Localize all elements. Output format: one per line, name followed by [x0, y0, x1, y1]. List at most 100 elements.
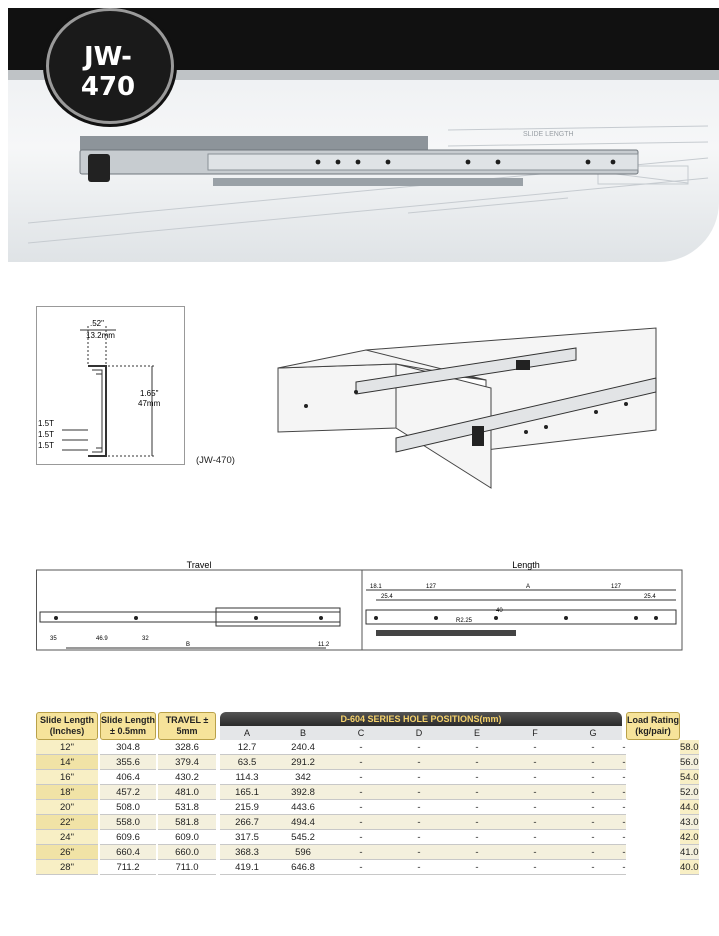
- table-cell: 114.3: [220, 770, 274, 785]
- table-cell: -: [506, 800, 564, 815]
- table-cell: -: [622, 860, 626, 875]
- table-cell: -: [506, 860, 564, 875]
- hero-product-photo: SLIDE LENGTH: [27, 125, 709, 244]
- table-cell: -: [332, 860, 390, 875]
- hero-banner: SLIDE LENGTH JW-470: [8, 8, 719, 262]
- table-cell: -: [390, 845, 448, 860]
- table-cell: 16": [36, 770, 98, 785]
- profile-dim-height: 1.65": [140, 389, 159, 398]
- table-cell: 342: [274, 770, 332, 785]
- table-cell: -: [564, 815, 622, 830]
- table-cell: 508.0: [100, 800, 156, 815]
- table-cell: -: [506, 755, 564, 770]
- table-cell: 44.0: [680, 800, 699, 815]
- table-cell: -: [390, 815, 448, 830]
- table-cell: -: [390, 860, 448, 875]
- table-cell: 443.6: [274, 800, 332, 815]
- profile-dim-top: .52": [90, 319, 104, 328]
- table-cell: 660.4: [100, 845, 156, 860]
- header-slide-mm: Slide Length ± 0.5mm: [100, 712, 156, 740]
- table-cell: -: [448, 830, 506, 845]
- dim-label: 11.2: [318, 642, 330, 648]
- table-cell: -: [448, 740, 506, 755]
- table-cell: -: [390, 770, 448, 785]
- table-cell: 609.0: [158, 830, 216, 845]
- table-cell: -: [332, 770, 390, 785]
- table-cell: -: [390, 800, 448, 815]
- table-cell: -: [622, 845, 626, 860]
- table-cell: 558.0: [100, 815, 156, 830]
- table-cell: 430.2: [158, 770, 216, 785]
- table-cell: -: [506, 740, 564, 755]
- table-cell: 12": [36, 740, 98, 755]
- table-cell: 494.4: [274, 815, 332, 830]
- table-cell: -: [564, 845, 622, 860]
- table-cell: 406.4: [100, 770, 156, 785]
- table-cell: 379.4: [158, 755, 216, 770]
- table-cell: -: [506, 830, 564, 845]
- dim-label: B: [186, 642, 190, 648]
- table-cell: -: [448, 815, 506, 830]
- dim-label: 40: [496, 608, 503, 614]
- col-header: B: [274, 726, 332, 740]
- header-hole-positions: D-604 SERIES HOLE POSITIONS(mm): [220, 712, 622, 726]
- table-cell: 42.0: [680, 830, 699, 845]
- dim-label: 127: [611, 584, 622, 590]
- table-cell: 457.2: [100, 785, 156, 800]
- dim-label: 32: [142, 636, 149, 642]
- table-cell: -: [448, 800, 506, 815]
- table-cell: 165.1: [220, 785, 274, 800]
- table-cell: 20": [36, 800, 98, 815]
- table-cell: 28": [36, 860, 98, 875]
- dim-label: 25.4: [644, 594, 656, 600]
- col-header: F: [506, 726, 564, 740]
- table-cell: -: [564, 770, 622, 785]
- table-cell: 711.0: [158, 860, 216, 875]
- table-cell: 22": [36, 815, 98, 830]
- table-cell: -: [332, 845, 390, 860]
- table-cell: 291.2: [274, 755, 332, 770]
- table-cell: 43.0: [680, 815, 699, 830]
- table-cell: 54.0: [680, 770, 699, 785]
- table-cell: -: [332, 830, 390, 845]
- table-cell: 52.0: [680, 785, 699, 800]
- table-cell: -: [390, 740, 448, 755]
- table-cell: -: [622, 770, 626, 785]
- table-cell: 481.0: [158, 785, 216, 800]
- table-cell: 266.7: [220, 815, 274, 830]
- dim-label: R2.25: [456, 618, 473, 624]
- table-cell: -: [622, 755, 626, 770]
- table-cell: -: [622, 785, 626, 800]
- table-cell: -: [564, 860, 622, 875]
- logo-badge: [46, 8, 174, 124]
- table-cell: -: [622, 815, 626, 830]
- travel-label: Travel: [187, 560, 212, 570]
- dim-label: 35: [50, 636, 57, 642]
- model-title: JW-470: [80, 42, 136, 102]
- table-cell: -: [332, 785, 390, 800]
- table-cell: -: [448, 770, 506, 785]
- table-cell: -: [390, 755, 448, 770]
- header-load-rating: Load Rating (kg/pair): [626, 712, 680, 740]
- table-cell: -: [506, 785, 564, 800]
- col-header: A: [220, 726, 274, 740]
- table-cell: -: [448, 845, 506, 860]
- table-cell: 545.2: [274, 830, 332, 845]
- profile-thickness-label: 1.5T: [38, 430, 54, 439]
- profile-thickness-label: 1.5T: [38, 441, 54, 450]
- header-travel: TRAVEL ± 5mm: [158, 712, 216, 740]
- header-slide-inches: Slide Length (Inches): [36, 712, 98, 740]
- spec-table: Slide Length (Inches) Slide Length ± 0.5…: [36, 712, 699, 875]
- table-cell: -: [332, 815, 390, 830]
- table-cell: 14": [36, 755, 98, 770]
- table-cell: 646.8: [274, 860, 332, 875]
- hero-accent-stripe: [8, 70, 719, 80]
- profile-dim-top-mm: 13.2mm: [86, 331, 115, 340]
